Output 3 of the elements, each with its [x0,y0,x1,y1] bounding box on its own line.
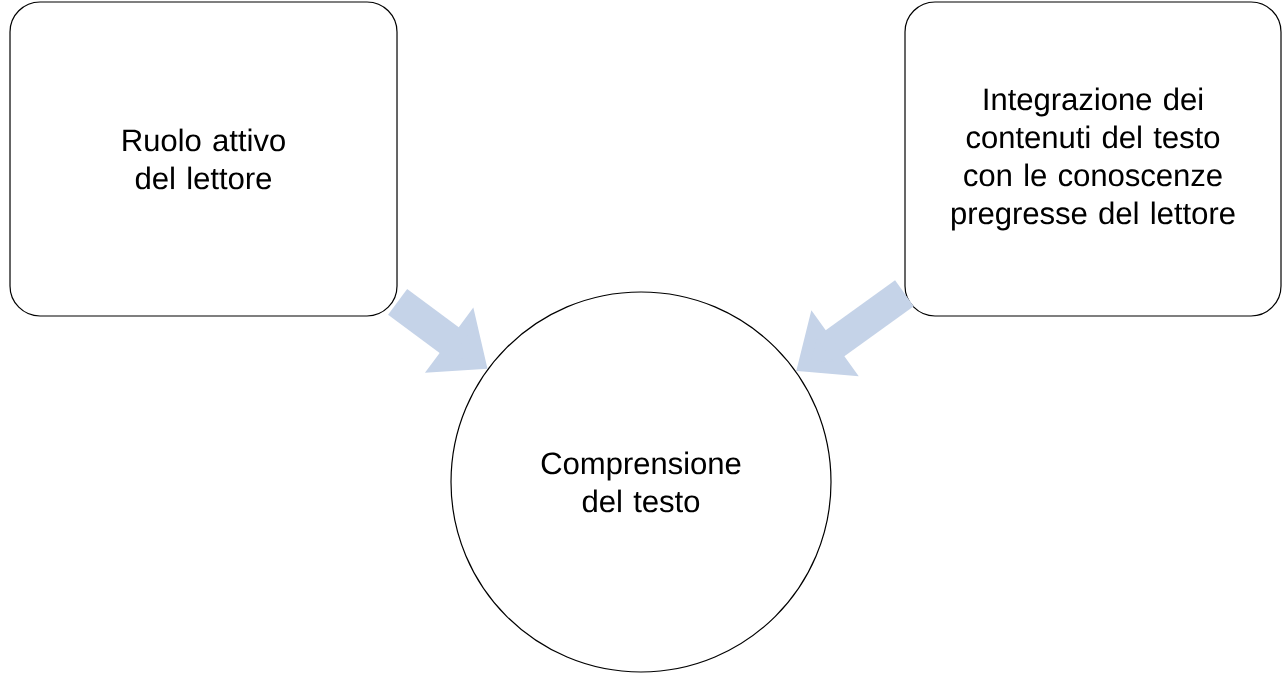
process-box: Integrazione dei contenuti del testo con le conoscenze pregresse del lettore [904,1,1282,317]
circle-node: Comprensione del testo [450,291,832,673]
process-box: Ruolo attivo del lettore [9,1,398,317]
